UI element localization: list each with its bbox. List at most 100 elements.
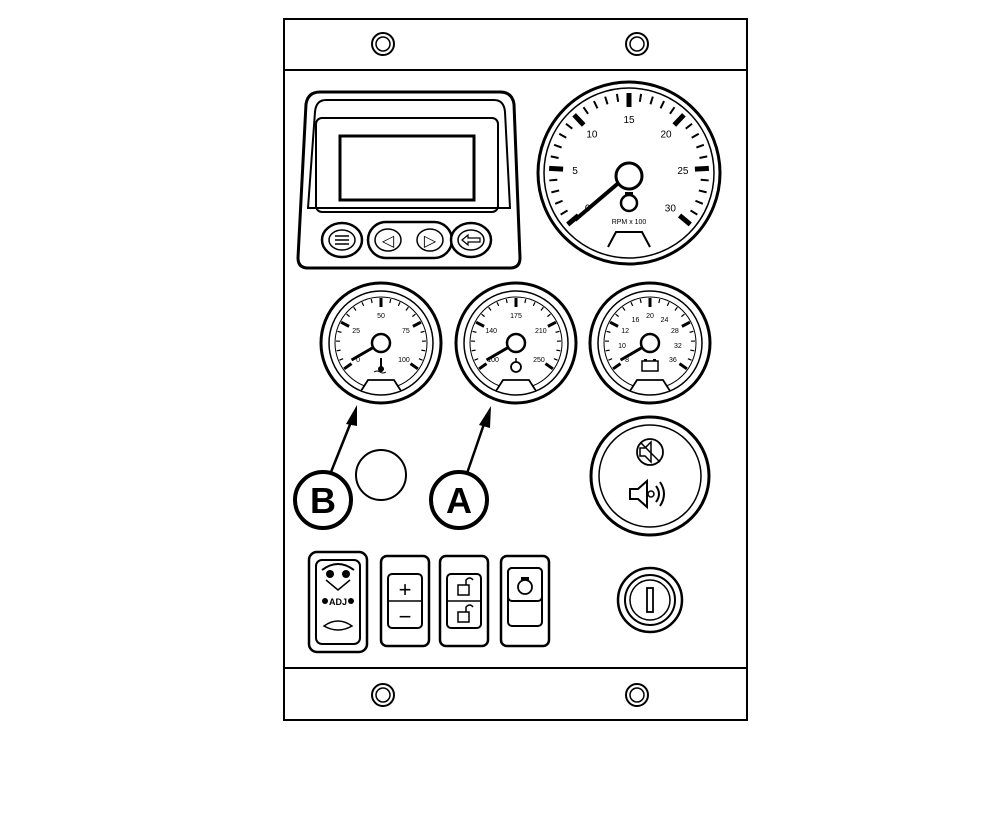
tach-tick [593, 100, 599, 109]
gauge-notch [495, 379, 537, 392]
adj-rocker-switch[interactable]: ADJ [307, 550, 369, 654]
gauge-tick [622, 306, 626, 311]
unlock-icon [457, 604, 474, 623]
alarm-sound-icon [629, 478, 665, 510]
tach-tick [560, 209, 569, 216]
gauge-tick [674, 306, 678, 311]
engine-icon [517, 577, 533, 595]
gauge-tick-label: 100 [398, 357, 410, 364]
key-switch[interactable] [616, 566, 684, 634]
oil-icon [510, 358, 522, 373]
tach-tick [550, 155, 559, 160]
tach-tick [700, 178, 709, 182]
gauge-tick-label: 25 [352, 328, 360, 335]
key-slot-icon [646, 587, 654, 613]
gauge-tick-label: 75 [402, 328, 410, 335]
gauge-tick [609, 320, 619, 328]
tach-tick [553, 143, 562, 149]
gauge-tick [471, 349, 476, 352]
gauge-tick [361, 301, 365, 307]
gauge-tick-label: 24 [661, 317, 669, 324]
gauge-tick [488, 306, 492, 311]
gauge-tick [687, 358, 692, 361]
plus-icon: + [399, 577, 412, 602]
minus-icon: − [399, 604, 412, 629]
gauge-notch [360, 379, 402, 392]
tach-tick-label: 25 [677, 166, 689, 177]
tach-tick [699, 155, 708, 160]
gauge-tick-label: 210 [535, 328, 547, 335]
gauge-tick [666, 301, 670, 307]
blank-plug [355, 449, 407, 501]
alarm-button[interactable] [589, 415, 711, 537]
gauge-tick [540, 306, 544, 311]
gauge-tick [405, 306, 409, 311]
battery-icon [641, 359, 659, 372]
lock-switch[interactable] [438, 554, 490, 648]
gauge-tick [421, 349, 426, 352]
tach-tick [572, 113, 586, 127]
tach-tick-label: 30 [665, 204, 677, 215]
gauge-tick [689, 330, 694, 333]
gauge-tick [474, 358, 479, 361]
gauge-tick [678, 362, 688, 371]
tach-tick [638, 93, 643, 102]
tach-tick [554, 199, 563, 205]
tach-needle [573, 178, 624, 222]
enter-button[interactable] [449, 221, 493, 259]
gauge-tick [340, 320, 350, 328]
plus-minus-switch[interactable]: + − [379, 554, 431, 648]
gauge-tick [481, 313, 485, 318]
gauge-tick [555, 330, 560, 333]
lcd-screen [338, 134, 476, 202]
tach-tick [558, 132, 567, 139]
gauge-tick [336, 349, 341, 352]
gauge-tick-label: 8 [625, 357, 629, 364]
gauge-tick [615, 313, 619, 318]
tach-tick [604, 96, 609, 105]
tach-tick [551, 189, 560, 194]
nav-rocker-button[interactable]: ◁ ▷ [366, 220, 454, 260]
screw-icon [371, 32, 395, 56]
gauge-tick [681, 320, 691, 328]
gauge-tick [412, 320, 422, 328]
gauge-tick [544, 362, 554, 371]
right-arrow-icon[interactable]: ▷ [424, 233, 437, 250]
gauge-tick [612, 362, 622, 371]
gauge-tick [412, 313, 416, 318]
enter-arrow-icon [461, 233, 481, 247]
callout-a-label: A [446, 480, 472, 521]
screw-icon [625, 32, 649, 56]
gauge-tick [472, 330, 477, 333]
gauge-tick [553, 358, 558, 361]
tach-hub [614, 161, 644, 191]
gauge-tick-label: 20 [646, 313, 654, 320]
gauge-tick [409, 362, 419, 371]
gauge-notch [629, 379, 671, 392]
gauge-tick [630, 301, 634, 307]
gauge-hub [505, 332, 527, 354]
tach-tick [582, 106, 589, 115]
gauge-tick [547, 320, 557, 328]
tach-tick [685, 122, 693, 130]
gauge-tick [524, 298, 527, 304]
coolant-icon [373, 358, 387, 374]
tach-tick [691, 132, 700, 139]
gauge-tick-label: 28 [671, 328, 679, 335]
gauge-tick [608, 358, 613, 361]
tach-tick [565, 122, 573, 130]
engine-switch[interactable] [499, 554, 551, 648]
tach-tick [695, 199, 704, 205]
gauge-tick-label: 10 [618, 343, 626, 350]
gauge-tick [337, 330, 342, 333]
gauge-tick-label: 100 [487, 357, 499, 364]
alarm-mute-icon [636, 438, 664, 466]
menu-button[interactable] [320, 221, 364, 259]
left-arrow-icon[interactable]: ◁ [382, 233, 395, 250]
tach-tick [696, 143, 705, 149]
tach-tick-label: 10 [586, 130, 598, 141]
gauge-hub [639, 332, 661, 354]
gauge-tick-label: 12 [621, 328, 629, 335]
tach-tick [689, 209, 698, 216]
